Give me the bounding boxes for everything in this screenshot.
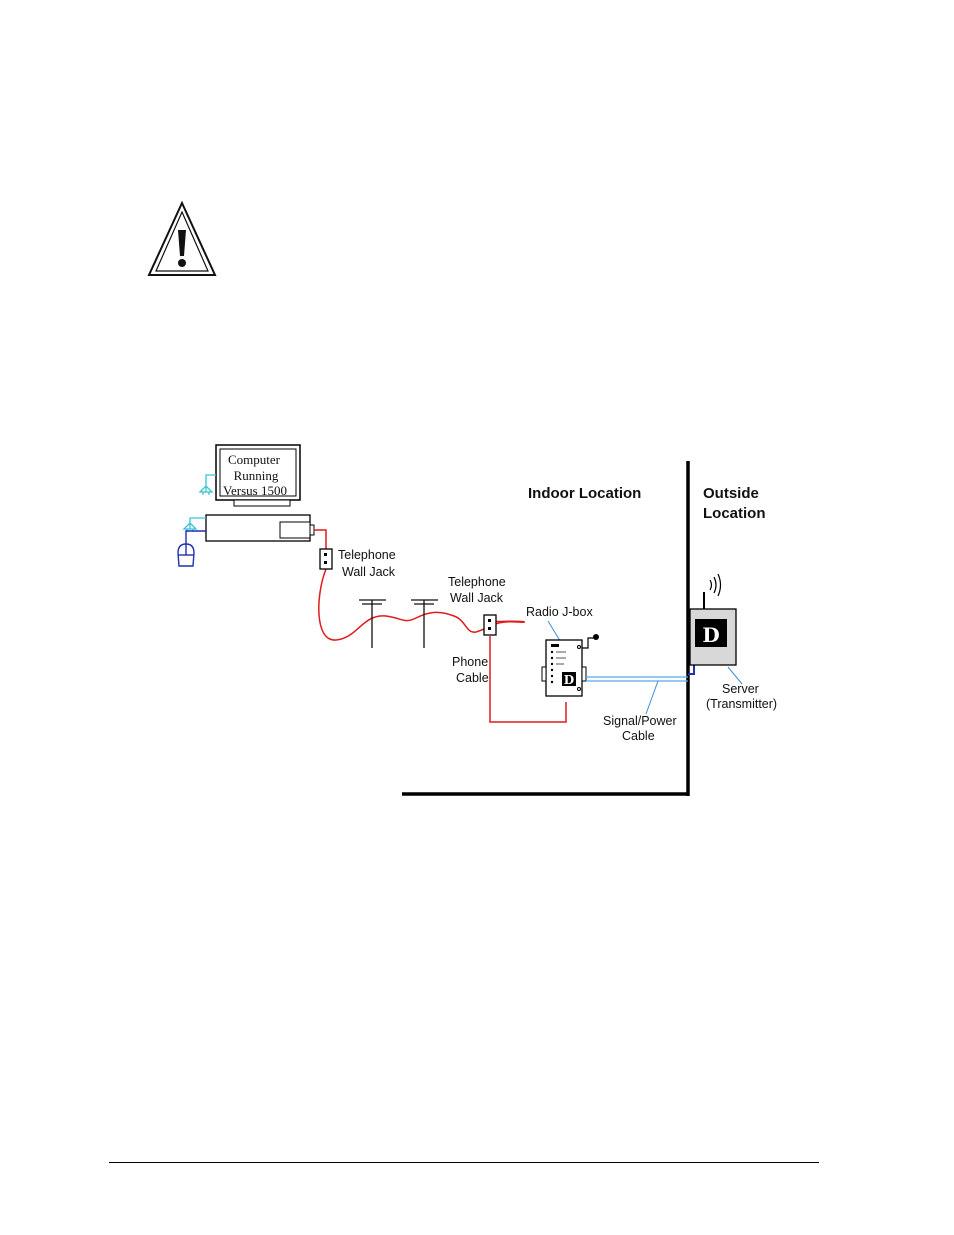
server-logo: D <box>702 623 719 647</box>
phone-cable <box>314 529 567 723</box>
computer-label-line1: Computer <box>228 452 281 467</box>
wall-jack-2-label-line2: Wall Jack <box>450 591 504 605</box>
footer-rule <box>109 1162 819 1163</box>
mouse-icon <box>177 530 206 567</box>
computer-label-line3: Versus 1500 <box>223 483 287 498</box>
outside-location-label-line2: Location <box>703 505 766 522</box>
jbox-logo: D <box>564 673 574 687</box>
telephone-poles <box>359 599 438 648</box>
outside-location-label-line1: Outside <box>703 485 759 502</box>
warning-icon <box>146 200 218 278</box>
wall-jack-1-label-line1: Telephone <box>338 548 396 562</box>
radio-jbox-label: Radio J-box <box>526 605 593 619</box>
wall-jack-2 <box>483 614 497 636</box>
server-label-line2: (Transmitter) <box>706 697 777 711</box>
connection-diagram: Computer Running Versus 1500 <box>176 434 790 808</box>
signal-cable-label-line1: Signal/Power <box>603 714 677 728</box>
computer-base <box>205 514 315 542</box>
signal-waves-icon <box>709 573 722 597</box>
wall-jack-1 <box>319 548 333 570</box>
power-plug-icon <box>182 474 216 532</box>
radio-jbox: D <box>541 634 599 697</box>
phone-cable-label-line1: Phone <box>452 655 488 669</box>
signal-cable-label-line2: Cable <box>622 729 655 743</box>
wall-jack-2-label-line1: Telephone <box>448 575 506 589</box>
wall-jack-1-label-line2: Wall Jack <box>342 565 396 579</box>
phone-cable-label-line2: Cable <box>456 671 489 685</box>
signal-power-cable <box>586 676 688 682</box>
computer-monitor: Computer Running Versus 1500 <box>215 444 301 507</box>
server-transmitter: D <box>689 592 737 666</box>
server-label-line1: Server <box>722 682 759 696</box>
indoor-location-label: Indoor Location <box>528 485 641 502</box>
computer-label-line2: Running <box>234 468 279 483</box>
